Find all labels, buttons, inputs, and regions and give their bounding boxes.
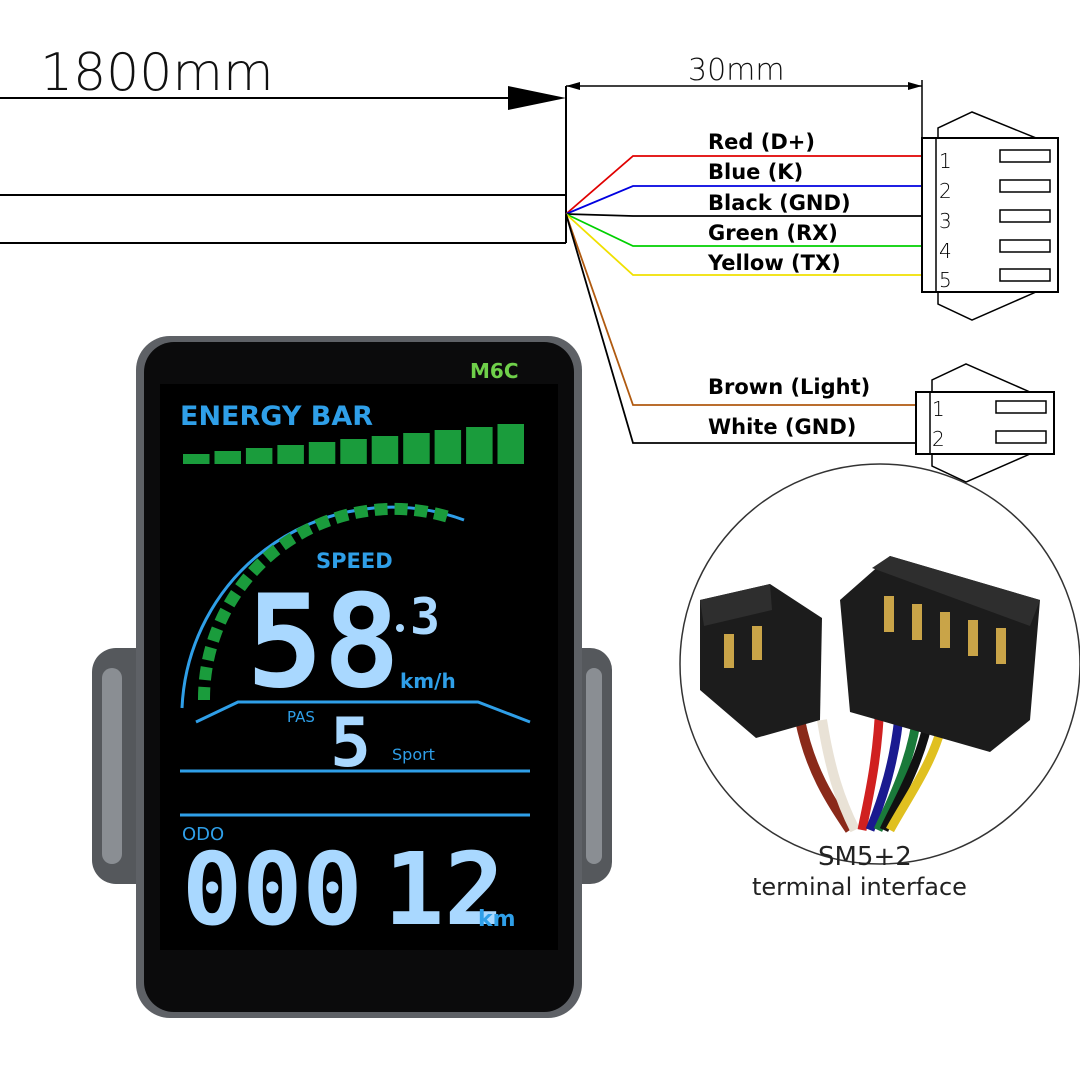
energy-bar-segment [183,454,210,464]
connector-caption-subtitle: terminal interface [752,873,967,901]
connector-5pin-latch-bottom [937,291,1037,321]
wires-5pin [565,155,922,276]
pin-number: 3 [939,209,952,233]
photo-5pin-contact [912,604,922,640]
wire-label-brown: Brown (Light) [708,375,870,399]
photo-2pin-housing [700,584,822,738]
energy-bar-segment [497,424,524,464]
wire-label-white: White (GND) [708,415,856,439]
energy-bar-segment [245,448,273,464]
odo-value-low: 12 [384,831,504,948]
photo-2pin-top [700,584,772,626]
speed-decimal: 3 [410,588,440,646]
cable-length-arrowhead [508,86,566,110]
pin-number: 2 [932,427,945,451]
energy-bar-segment [403,433,430,464]
mount-right-highlight [586,668,602,864]
connector-2pin-slot [995,400,1047,414]
wire-white [565,213,916,444]
energy-bar-segment [340,439,367,464]
wire-label-black: Black (GND) [708,191,851,215]
energy-bar-segment [214,451,241,464]
connector-5pin-slot [999,209,1051,223]
speed-value: 58 [246,568,400,717]
pin-number: 5 [939,268,952,292]
mount-left-highlight [102,668,122,864]
connector-5pin-slot [999,149,1051,163]
wire-label-blue: Blue (K) [708,160,803,184]
photo-2pin-contact [724,634,734,668]
cable-length-label: 1800mm [40,43,274,103]
speed-unit: km/h [400,669,456,693]
stub-arrow-left [566,82,580,90]
odo-unit: km [478,907,516,932]
energy-bar [183,424,524,464]
photo-5pin-contact [940,612,950,648]
photo-5pin-contact [996,628,1006,664]
connector-5pin-slot [999,239,1051,253]
wire-brown [565,213,916,406]
odo-value-high: 000 [182,831,363,948]
wire-red [565,155,922,215]
connector-2pin-latch-bottom [931,453,1031,483]
wire-label-red: Red (D+) [708,130,815,154]
connector-5pin-latch-top [937,111,1037,139]
stub-arrow-right [908,82,922,90]
pas-frame [195,700,531,724]
connector-2pin-latch-top [931,363,1031,393]
ride-mode: Sport [392,745,435,764]
photo-wire-white [817,719,860,833]
wire-blue [565,185,922,215]
wire-green [565,213,922,247]
speed-decimal-point [396,624,404,632]
stub-length-label: 30mm [688,53,785,88]
speed-gauge-ticks [197,502,454,701]
odo-label: ODO [182,824,224,845]
energy-bar-segment [308,442,336,464]
wire-label-green: Green (RX) [708,221,838,245]
wire-yellow [565,213,922,276]
pin-number: 1 [939,149,952,173]
pin-number: 2 [939,179,952,203]
wire-label-yellow: Yellow (TX) [707,251,841,275]
energy-bar-label: ENERGY BAR [180,401,373,432]
connector-5pin-slot [999,268,1051,282]
connector-2pin-slot [995,430,1047,444]
pin-number: 1 [932,397,945,421]
connector-caption-title: SM5+2 [818,842,912,872]
energy-bar-segment [434,430,462,464]
energy-bar-segment [371,436,399,464]
wire-black [565,213,922,217]
photo-5pin-contact [968,620,978,656]
photo-wire-brown [795,719,855,833]
photo-5pin-top [872,556,1040,626]
connector-2pin: 1 2 [915,363,1055,483]
pas-label: PAS [287,708,315,726]
pin-number: 4 [939,239,952,263]
photo-5pin-contact [884,596,894,632]
connector-5pin: 1 2 3 4 5 [921,111,1059,321]
model-label: M6C [470,359,519,383]
speed-label: SPEED [316,549,393,573]
display-screen [160,384,558,950]
energy-bar-segment [277,445,304,464]
photo-2pin-contact [752,626,762,660]
connector-photo [679,463,1080,865]
energy-bar-segment [466,427,493,464]
connector-5pin-slot [999,179,1051,193]
